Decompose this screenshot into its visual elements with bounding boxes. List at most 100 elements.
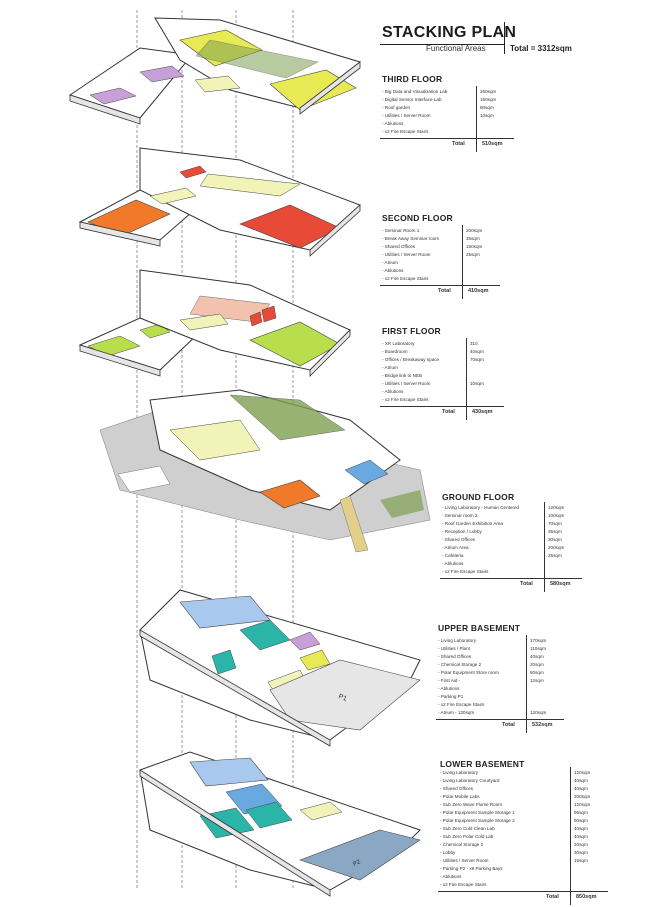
total-value: 410sqm [468,288,489,294]
roof-garden-exhibition-area [229,394,346,441]
room-area: 150sqm [466,244,483,249]
lower-basement-plan [139,751,421,897]
schedule-row: - Parking P1 [436,693,646,701]
schedule-row: - First Aid - 12sqm [436,677,646,685]
room-area: 60sqm [530,670,544,675]
schedule-row: - Parking P2 - x9 Parking Bays [438,865,648,873]
schedule-row: - Ablutions [438,873,648,881]
ground-floor-blue-room [344,459,389,485]
total-label: Total [546,894,559,900]
schedule-row: - Utilities / Server Room 10sqm [380,380,590,388]
room-name: - Ablutions [382,121,404,126]
room-area: 30sqm [574,850,588,855]
schedule-row: - x2 Fire Escape Stairs [380,128,590,136]
schedule-row: - Bridge link to NEB [380,372,590,380]
living-laboratory-lb-area [189,757,269,787]
room-area: 70sqm [470,357,484,362]
room-area: 15sqm [574,858,588,863]
floor-title: UPPER BASEMENT [438,623,521,633]
room-area: 40sqm [574,786,588,791]
room-area: 12sqm [530,678,544,683]
floor-title: THIRD FLOOR [382,74,443,84]
upper-basement-lilac-room [289,631,321,651]
room-name: - Boardroom [382,349,408,354]
schedule-row: - x2 Fire Escape Stairs [438,881,648,889]
room-name: - Living Laboratory - Human Centered [442,505,520,510]
schedule-divider [476,86,477,152]
room-area: 20sqm [574,842,588,847]
room-area: 120sqm [530,710,547,715]
schedule-row: - Ablutions [380,120,590,128]
room-name: - Shared Offices [438,654,472,659]
room-area: 40sqm [574,826,588,831]
total-value: 510sqm [482,141,503,147]
room-name: - Seminar room 2 [442,513,478,518]
total-label: Total [452,141,465,147]
room-name: - Utilities / Server Room [382,381,431,386]
room-area: 70sqm [548,521,562,526]
room-name: - Utilities / Server Room [382,113,431,118]
room-name: - Chemical Storage 2 [438,662,482,667]
header-underline [380,44,504,45]
parking-p1-label: P1 [337,693,348,703]
header-divider [504,22,505,54]
schedule-row: - Living Laboratory - Human Centered 120s… [440,504,650,512]
schedule-rule [380,406,504,407]
room-name: - Atrium - 120sqm [438,710,475,715]
room-name: - First Aid - [438,678,461,683]
schedule-row: - Atrium [380,364,590,372]
room-name: - Bridge link to NEB [382,373,423,378]
schedule-divider [570,767,571,905]
schedule-row: - Chemical Storage 2 20sqm [436,661,646,669]
room-area: 200sqm [466,228,483,233]
room-area: 120sqm [548,505,565,510]
room-area: 310 [470,341,478,346]
room-area: 90sqm [574,818,588,823]
schedule-row: - x2 Fire Escape Stairs [440,568,650,576]
room-area: 20sqm [530,662,544,667]
room-area: 170sqm [530,638,547,643]
room-area: 120sqm [574,802,591,807]
room-name: - Parking P1 [438,694,464,699]
lower-basement-teal-room [199,807,255,839]
roof-garden-area [195,39,319,79]
room-name: - Reception / Lobby [442,529,482,534]
ground-floor-atrium [169,419,261,461]
room-name: - Shared Offices [442,537,476,542]
room-name: - Sub Zero Polar Cold Lab [440,834,494,839]
total-value: 532sqm [532,722,553,728]
schedule-rule [380,138,514,139]
room-area: 10sqm [470,381,484,386]
room-name: - Polar Equipment Sample Storage 2 [440,818,515,823]
schedule-row: - Seminar Room 1 200sqm [380,227,590,235]
room-area: 40sqm [574,834,588,839]
total-value: 850sqm [576,894,597,900]
schedule-row: - x2 Fire Escape Stairs [436,701,646,709]
room-name: - Polar Mobile Labs [440,794,480,799]
schedule-rule [440,578,582,579]
room-name: - x2 Fire Escape Stairs [382,276,429,281]
room-name: - Seminar Room 1 [382,228,420,233]
room-name: - Parking P2 - x9 Parking Bays [440,866,503,871]
room-name: - Atrium [382,260,398,265]
room-name: - x2 Fire Escape Stairs [382,397,429,402]
stacking-plan-header: STACKING PLAN Functional Areas Total = 3… [380,22,590,56]
room-name: - Digital Sensor Interface Lab [382,97,442,102]
schedule-row: - Atrium - 120sqm 120sqm [436,709,646,717]
room-name: - Shared Offices [382,244,416,249]
room-name: - Living Laboratory Courtyard [440,778,500,783]
room-area: 100sqm [548,513,565,518]
room-area: 95sqm [574,810,588,815]
schedule-row: - Ablutions [380,388,590,396]
room-area: 25sqm [466,252,480,257]
